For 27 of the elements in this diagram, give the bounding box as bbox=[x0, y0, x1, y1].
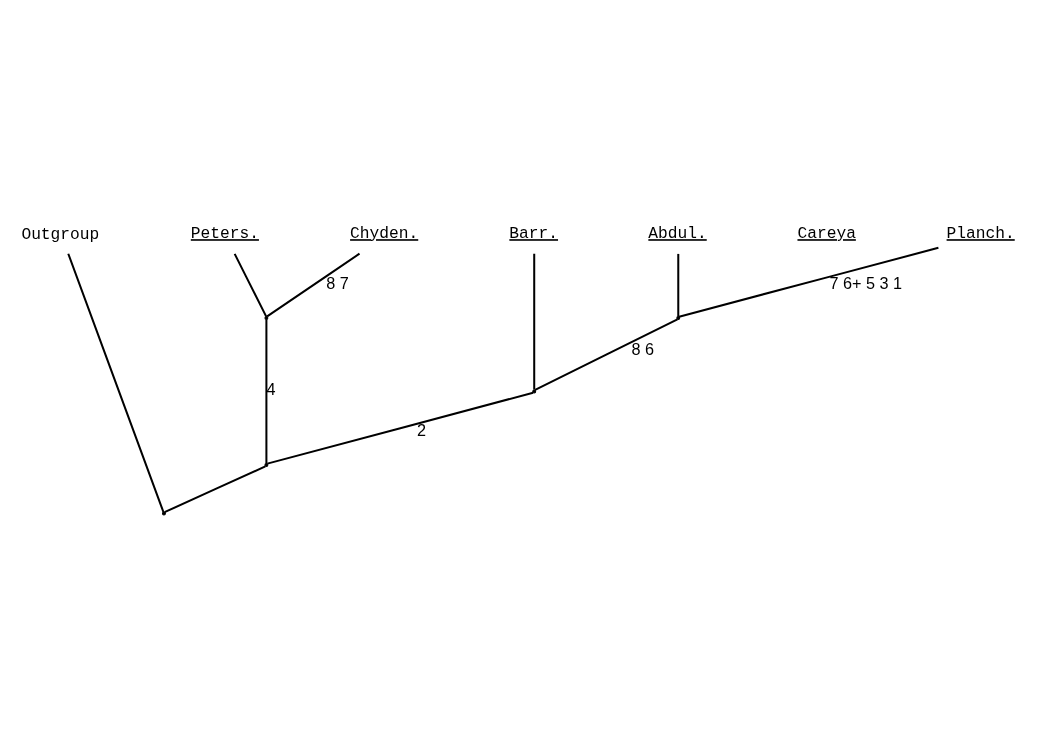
connector bbox=[678, 246, 939, 318]
node-point bbox=[676, 315, 681, 320]
connector bbox=[233, 253, 268, 317]
connector bbox=[677, 253, 680, 317]
connector bbox=[164, 465, 266, 514]
node-point bbox=[532, 389, 537, 394]
edge-label: 7 6+ 5 3 1 bbox=[829, 273, 903, 292]
node-text: Chyden. bbox=[350, 224, 419, 244]
edge-label: 8 6 bbox=[631, 339, 655, 358]
node-text: Planch. bbox=[946, 224, 1015, 244]
edge-label: 8 7 bbox=[326, 273, 349, 292]
edge-label: 4 bbox=[266, 380, 276, 399]
node-text: Peters. bbox=[190, 224, 259, 244]
node-point bbox=[161, 511, 166, 516]
node-text: Abdul. bbox=[648, 224, 707, 244]
node-text: Barr. bbox=[509, 224, 559, 244]
edge-label: 2 bbox=[417, 420, 427, 439]
connector bbox=[267, 391, 534, 465]
node-text: Outgroup bbox=[21, 225, 100, 245]
connector bbox=[266, 252, 361, 318]
node-point bbox=[264, 315, 269, 320]
connector bbox=[533, 253, 536, 390]
connector bbox=[67, 253, 165, 513]
connector bbox=[265, 319, 268, 464]
connector bbox=[534, 318, 678, 391]
node-point bbox=[264, 462, 269, 467]
node-text: Careya bbox=[797, 224, 856, 244]
